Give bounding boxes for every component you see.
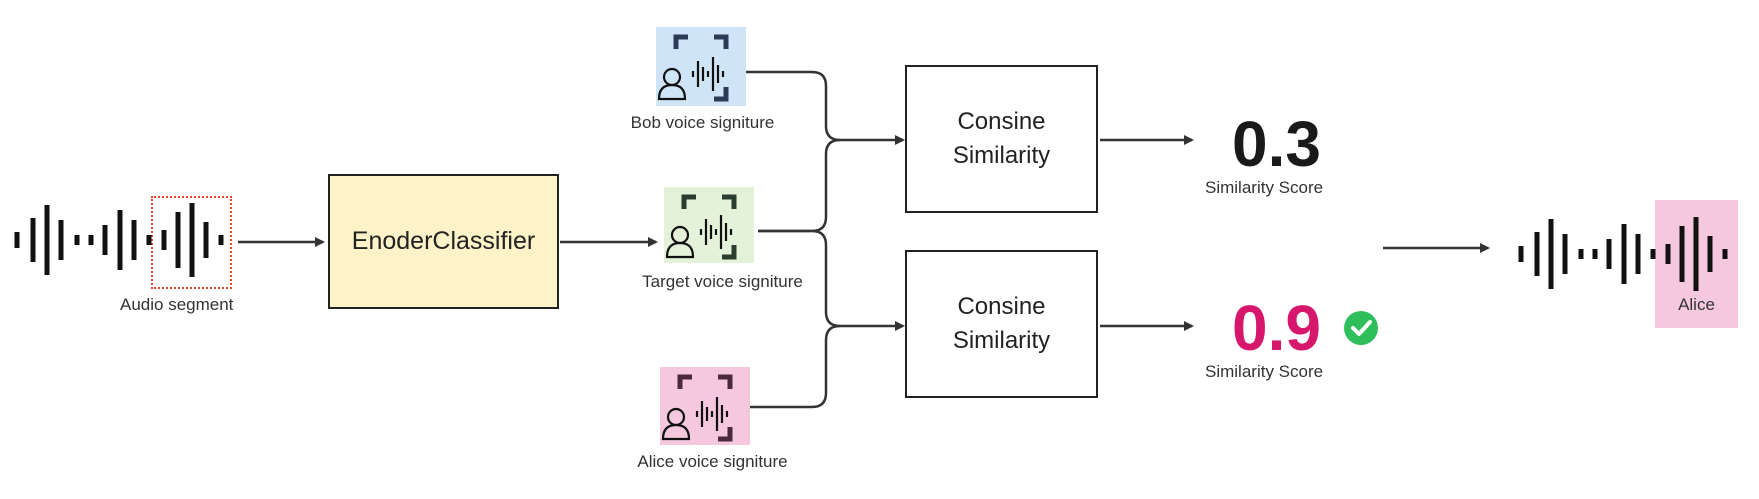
- cosine-similarity-line1: Consine: [957, 108, 1046, 135]
- alice-voice-signature-icon: [661, 374, 733, 442]
- audio-segment-marker: [151, 196, 232, 289]
- cosine-similarity-box-2: Consine Similarity: [905, 250, 1098, 398]
- encoder-classifier-label: EnoderClassifier: [351, 227, 536, 255]
- target-voice-signature-icon: [665, 194, 737, 260]
- input-waveform-icon: [14, 203, 224, 277]
- similarity-score-value-bob: 0.3: [1232, 108, 1321, 180]
- cosine-similarity-box-1: Consine Similarity: [905, 65, 1098, 213]
- wire-bob: [745, 70, 905, 145]
- audio-segment-label: Audio segment: [120, 295, 234, 314]
- cosine-similarity-line2: Similarity: [952, 327, 1051, 354]
- alice-signature-highlight: [660, 367, 750, 445]
- output-speaker-label: Alice: [1678, 295, 1715, 314]
- bob-voice-signature-icon: [657, 34, 729, 102]
- bob-signature-highlight: [656, 27, 746, 106]
- alice-signature-label: Alice voice signiture: [637, 452, 788, 471]
- check-circle-icon: [1344, 311, 1378, 345]
- bob-signature-label: Bob voice signiture: [630, 113, 775, 132]
- wire-target-bottom: [758, 229, 905, 331]
- cosine-similarity-line2: Similarity: [952, 142, 1051, 169]
- wire-alice: [745, 324, 841, 409]
- similarity-score-value-alice: 0.9: [1232, 292, 1321, 364]
- wire-target-top: [758, 138, 841, 233]
- output-waveform-icon: [1518, 217, 1728, 291]
- target-signature-highlight: [664, 187, 754, 263]
- similarity-score-label-bob: Similarity Score: [1205, 178, 1324, 197]
- target-signature-label: Target voice signiture: [642, 272, 803, 291]
- similarity-score-label-alice: Similarity Score: [1205, 362, 1324, 381]
- cosine-similarity-line1: Consine: [957, 293, 1046, 320]
- encoder-classifier-box: EnoderClassifier: [328, 174, 559, 309]
